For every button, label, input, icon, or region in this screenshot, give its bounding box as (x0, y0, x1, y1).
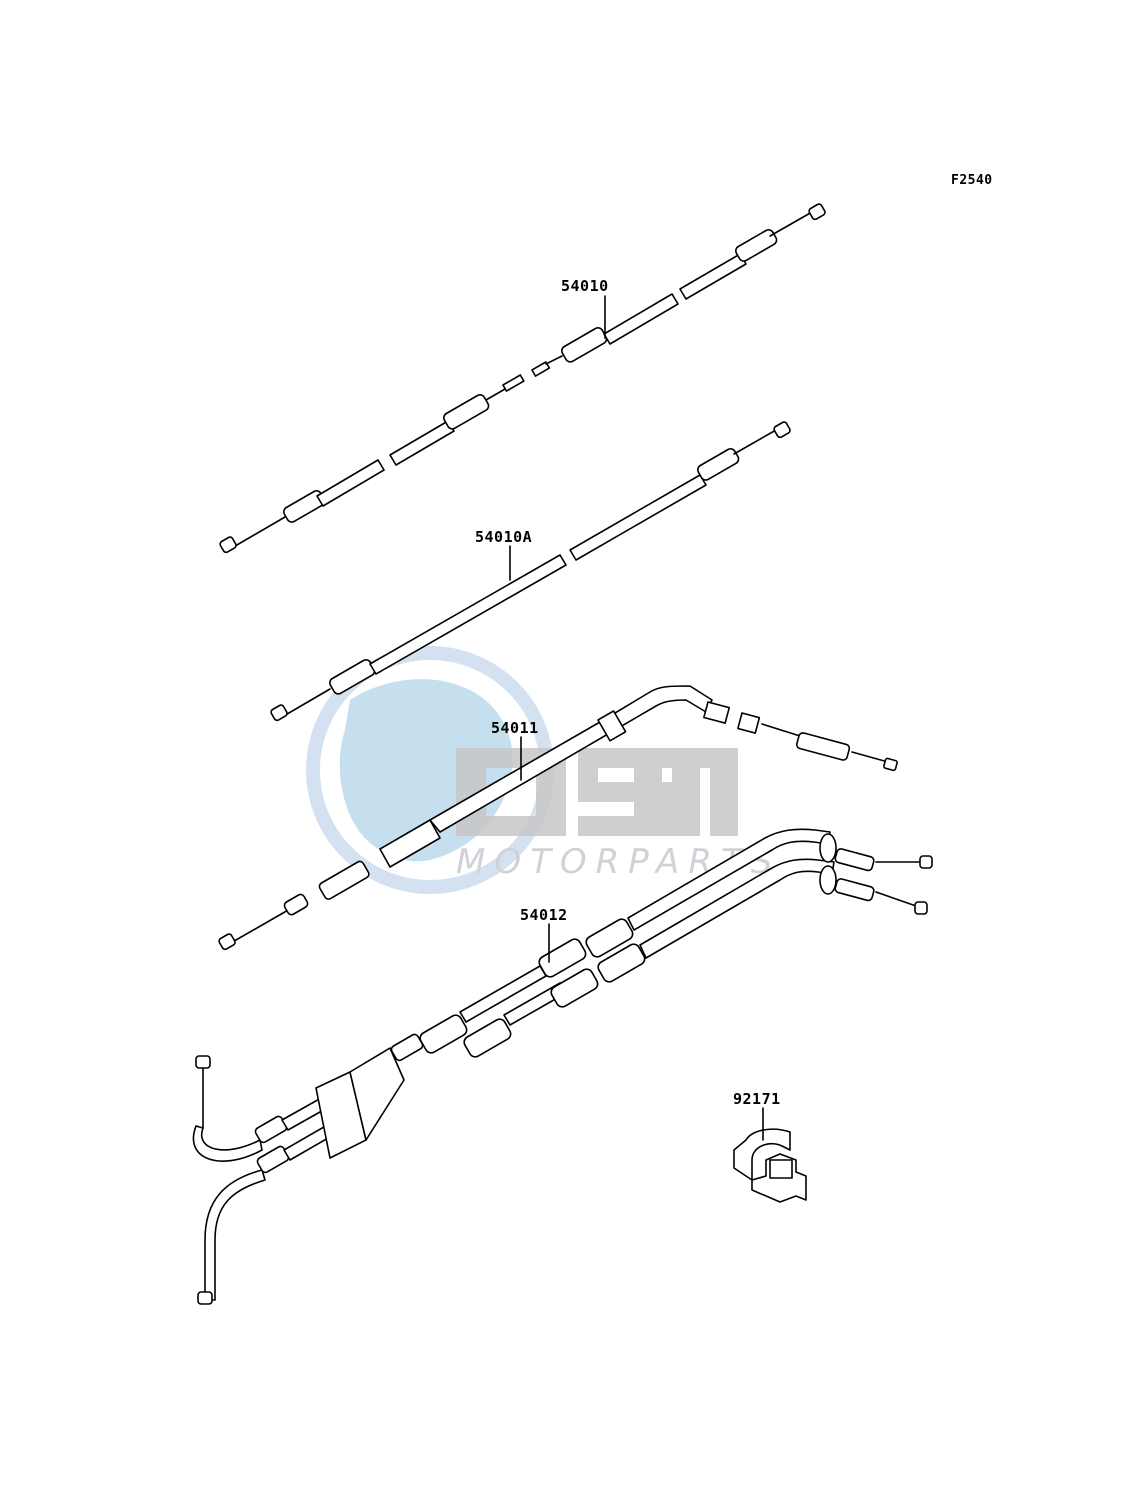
part-number-label: 54010 (561, 277, 609, 295)
clamp-92171 (733, 1107, 807, 1203)
part-number-label: 54010A (475, 528, 533, 546)
cable-54010A (270, 421, 791, 722)
part-number-label: 92171 (733, 1090, 781, 1108)
part-number-label: 54012 (520, 906, 568, 924)
figure-code: F2540 (951, 173, 993, 188)
part-number-label: 54011 (491, 719, 539, 737)
cable-54011 (218, 685, 898, 951)
cable-54012 (192, 828, 933, 1305)
cable-54010 (219, 203, 826, 554)
